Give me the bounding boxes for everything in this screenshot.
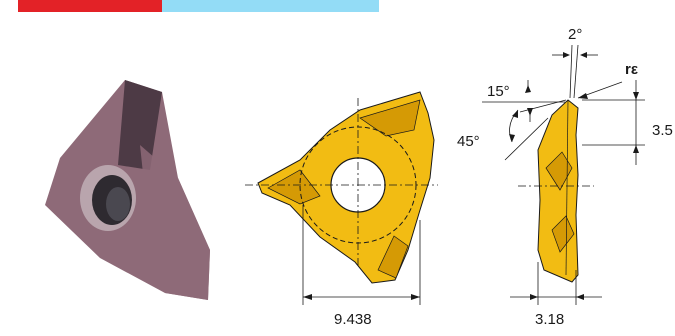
tab-blue[interactable] [162, 0, 379, 12]
dim-height-arrow-bottom [633, 145, 639, 153]
angle2-arrow-left [563, 52, 570, 58]
dim-width-arrow-right [411, 294, 420, 300]
angle2-line-left [569, 44, 573, 99]
angle-top-label: 2° [568, 26, 582, 43]
insert-side-edge [565, 99, 569, 276]
insert-photo-right-face [140, 145, 210, 300]
angle45-arrow-bottom [509, 134, 515, 142]
corner-radius-arrow [578, 93, 588, 99]
dim-thickness-label: 3.18 [535, 311, 564, 328]
insert-photo [45, 80, 210, 300]
corner-radius-label: rε [625, 61, 638, 78]
insert-front-view: 9.438 [245, 91, 438, 328]
insert-photo-hole-shadow [106, 187, 130, 221]
insert-front-chipbreaker-left [267, 169, 321, 205]
insert-photo-ridge [118, 80, 162, 170]
dim-height-arrow-top [633, 92, 639, 100]
dim-thickness-arrow-left [530, 294, 538, 300]
insert-front-chipbreaker-bottom [377, 235, 409, 279]
angle15-edge-line [519, 99, 567, 113]
angle45-arrow-top [512, 110, 518, 118]
header-tab-strip [18, 0, 379, 12]
angle-15-label: 15° [487, 83, 510, 100]
insert-side-view: 2° rε 3.5 15° 45° 3.18 [457, 26, 673, 328]
angle2-arrow-right [580, 52, 587, 58]
insert-side-outline [537, 99, 579, 283]
insert-side-facet-mid [545, 151, 573, 191]
dim-width-arrow-left [303, 294, 312, 300]
angle2-line-right [573, 44, 579, 99]
dim-thickness-arrow-right [576, 294, 584, 300]
insert-side-facet-low [551, 215, 575, 253]
dim-height-label: 3.5 [652, 122, 673, 139]
dim-width-label: 9.438 [334, 311, 372, 328]
angle-45-label: 45° [457, 133, 480, 150]
angle45-edge-line [504, 117, 549, 161]
tab-red[interactable] [18, 0, 162, 12]
